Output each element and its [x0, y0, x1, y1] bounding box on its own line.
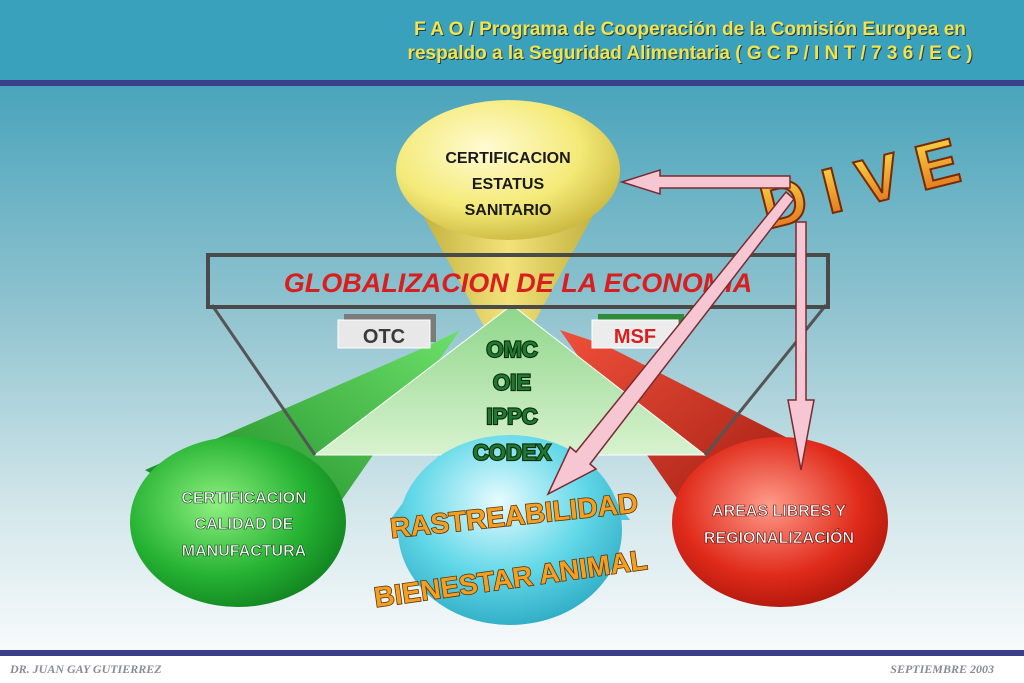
org-omc: OMC	[486, 337, 537, 362]
globalization-banner-text: GLOBALIZACION DE LA ECONOMIA	[284, 268, 752, 298]
header-band	[0, 0, 1024, 80]
node-top	[396, 100, 620, 240]
node-left-line-1: CERTIFICACION	[181, 490, 306, 507]
footer-band	[0, 656, 1024, 683]
org-codex: CODEX	[473, 440, 552, 465]
otc-tag-label: OTC	[363, 326, 405, 348]
header-title: F A O / Programa de Cooperación de la Co…	[360, 18, 1020, 66]
funnel-line-left	[210, 304, 317, 456]
msf-tag-label: MSF	[614, 326, 656, 348]
node-left-line-3: MANUFACTURA	[182, 543, 307, 560]
node-left	[130, 437, 346, 607]
node-right-line-1: AREAS LIBRES Y	[712, 503, 846, 520]
footer-author: DR. JUAN GAY GUTIERREZ	[10, 662, 162, 676]
arrow-to-top	[619, 168, 791, 196]
dive-arrows	[546, 168, 815, 496]
header-rule	[0, 80, 1024, 86]
footer-rule	[0, 650, 1024, 656]
node-right-line-2: REGIONALIZACIÓN	[704, 528, 854, 547]
header-line-1: F A O / Programa de Cooperación de la Co…	[414, 19, 966, 40]
header-line-2: respaldo a la Seguridad Alimentaria ( G …	[407, 43, 973, 64]
node-left-line-2: CALIDAD DE	[195, 516, 294, 533]
node-right	[672, 437, 888, 607]
org-oie: OIE	[493, 370, 531, 395]
arrow-to-right	[787, 221, 815, 471]
otc-tag	[337, 319, 431, 349]
org-ippc: IPPC	[486, 404, 537, 429]
globalization-banner	[206, 253, 830, 309]
footer-date: SEPTIEMBRE 2003	[890, 662, 994, 676]
node-top-line-2: ESTATUS	[472, 176, 545, 193]
node-top-line-1: CERTIFICACION	[445, 150, 570, 167]
arrow-to-bottom	[546, 190, 796, 496]
node-top-line-3: SANITARIO	[465, 202, 552, 219]
